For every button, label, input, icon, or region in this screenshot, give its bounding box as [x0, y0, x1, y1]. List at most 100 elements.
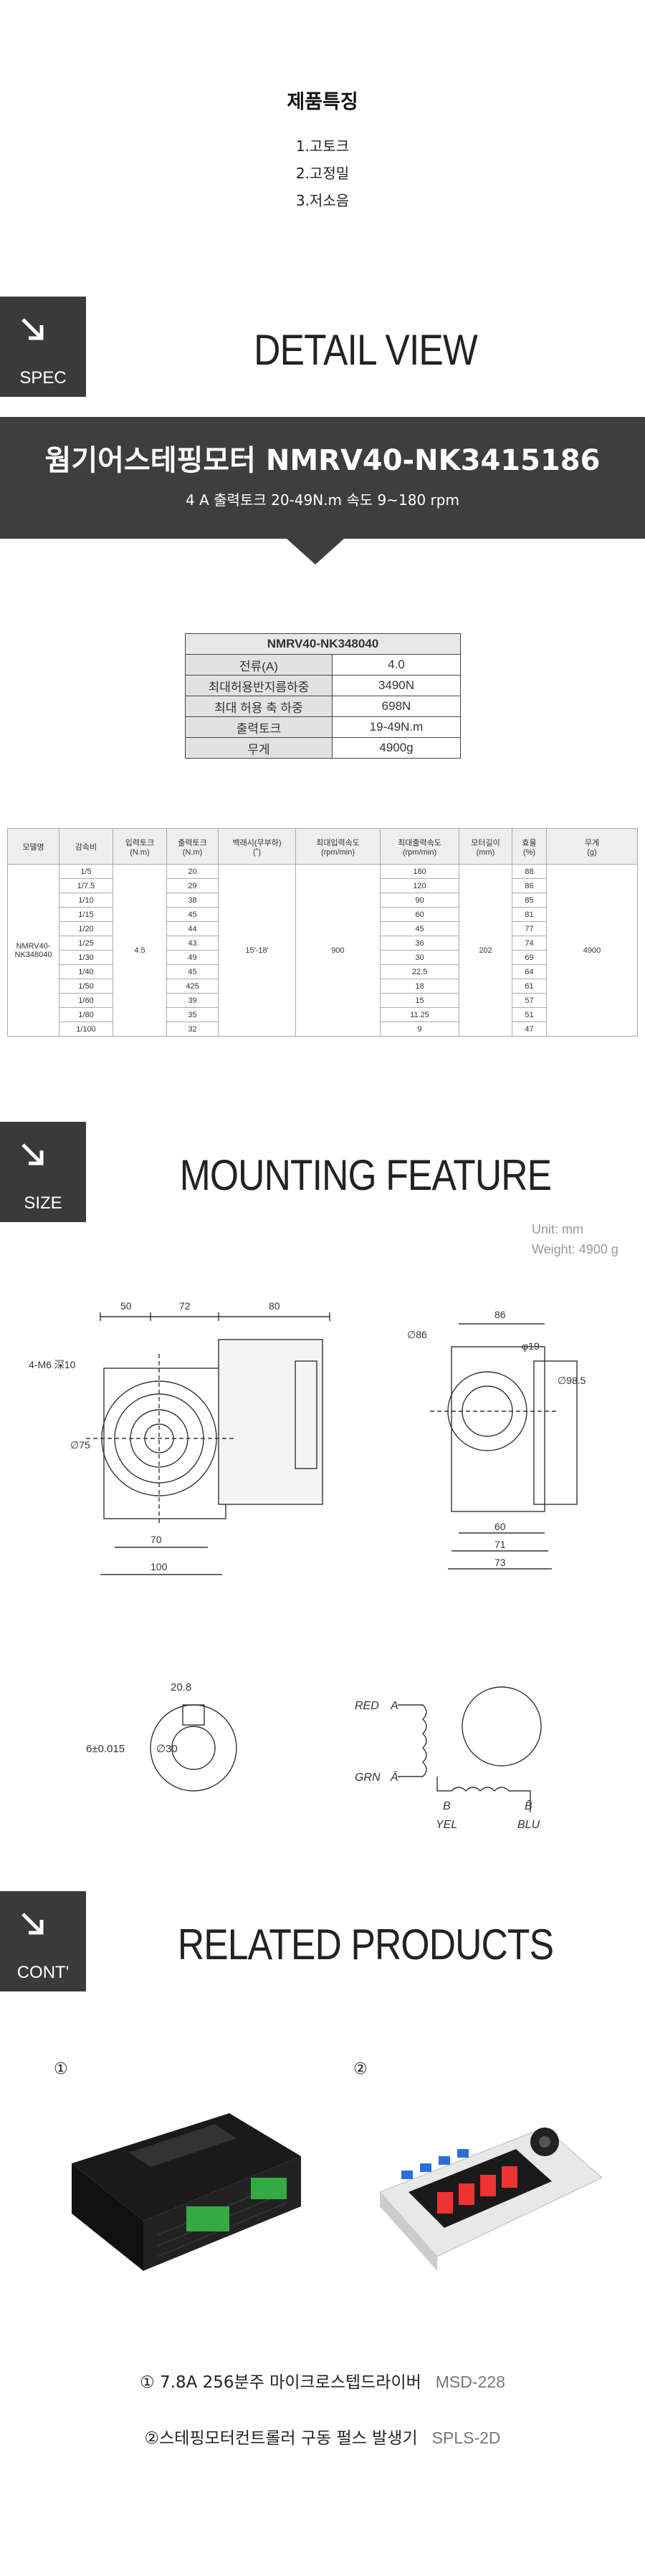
spec-badge: SPEC [0, 297, 86, 397]
related-products-title: RELATED PRODUCTS [177, 1921, 554, 1969]
table-cell: 60 [380, 907, 459, 922]
dim-label: 71 [494, 1539, 506, 1550]
table-cell: 69 [512, 950, 547, 965]
svg-text:Ā: Ā [390, 1771, 398, 1784]
svg-text:YEL: YEL [436, 1819, 457, 1831]
dim-label: 72 [179, 1300, 191, 1312]
product-number: ① [54, 2060, 68, 2078]
table-cell: 45 [166, 907, 219, 922]
table-row: 전류(A)4.0 [185, 654, 461, 676]
stepper-driver-image[interactable] [43, 2099, 315, 2299]
banner-title: 웜기어스테핑모터 NMRV40-NK3415186 [44, 444, 601, 477]
table-cell: 11.25 [380, 1007, 459, 1022]
table-cell: 88 [512, 864, 547, 879]
table-cell: 51 [512, 1007, 547, 1022]
table-cell: 22.5 [380, 964, 459, 979]
dim-label: φ19 [522, 1340, 540, 1352]
product-model: SPLS-2D [431, 2428, 501, 2447]
spec-model-header: NMRV40-NK348040 [185, 633, 461, 655]
spec-section-header: SPEC DETAIL VIEW [0, 297, 645, 397]
table-cell: 900 [295, 864, 381, 1037]
table-cell: 4900 [546, 864, 638, 1037]
ratio-detail-table: 모델명 감속비 입력토크 (N.m) 출력토크 (N.m) 백래시(무부하) (… [7, 828, 638, 1037]
product-features: 제품특징 1.고토크 2.고정밀 3.저소음 [0, 86, 645, 214]
product-model: MSD-228 [435, 2373, 505, 2391]
features-title: 제품특징 [287, 91, 358, 113]
weight-label: Weight: 4900 g [532, 1242, 618, 1256]
svg-text:B: B [443, 1800, 451, 1812]
svg-text:A: A [390, 1700, 398, 1712]
table-cell: 86 [512, 878, 547, 893]
table-header-row: 모델명 감속비 입력토크 (N.m) 출력토크 (N.m) 백래시(무부하) (… [7, 828, 638, 865]
dim-label: 4-M6 深10 [29, 1359, 76, 1370]
table-cell: 90 [380, 893, 459, 908]
table-cell: 1/100 [59, 1022, 113, 1037]
table-cell: 36 [380, 936, 459, 951]
table-cell: 1/30 [59, 950, 113, 965]
banner-pointer [287, 539, 344, 564]
svg-text:B̄: B̄ [525, 1800, 532, 1812]
table-cell: 44 [166, 921, 219, 936]
arrow-down-right-icon [22, 1913, 44, 1935]
table-cell: 43 [166, 936, 219, 951]
table-cell: 9 [380, 1022, 459, 1037]
feature-item: 2.고정밀 [295, 165, 350, 182]
table-cell: 74 [512, 936, 547, 951]
dim-label: 86 [494, 1309, 506, 1320]
table-cell: 30 [380, 950, 459, 965]
dim-label: ∅75 [70, 1439, 90, 1451]
banner-subtitle: 4 A 출력토크 20-49N.m 속도 9~180 rpm [186, 491, 459, 509]
table-cell: 202 [459, 864, 512, 1037]
table-cell: 1/40 [59, 964, 113, 979]
table-row: 1/80 35 11.25 51 [8, 1007, 638, 1022]
table-cell: 1/7.5 [59, 878, 113, 893]
table-cell: 32 [166, 1022, 219, 1037]
table-cell: 29 [166, 878, 219, 893]
size-badge: SIZE [0, 1122, 86, 1222]
dim-label: 80 [269, 1300, 280, 1312]
feature-item: 3.저소음 [295, 192, 350, 209]
mounting-feature-title: MOUNTING FEATURE [179, 1151, 552, 1199]
table-cell: 77 [512, 921, 547, 936]
svg-text:GRN: GRN [355, 1772, 381, 1784]
table-cell: 1/80 [59, 1007, 113, 1022]
table-cell: 64 [512, 964, 547, 979]
table-cell: 1/60 [59, 993, 113, 1008]
table-cell: 35 [166, 1007, 219, 1022]
dim-label: 70 [150, 1534, 162, 1545]
table-cell: 1/20 [59, 921, 113, 936]
size-section-header: SIZE MOUNTING FEATURE [0, 1122, 645, 1222]
dim-label: 6±0.015 [86, 1743, 125, 1755]
shaft-section [150, 1704, 237, 1792]
table-cell: 85 [512, 893, 547, 908]
table-row: 1/100 32 9 47 [8, 1022, 638, 1037]
dim-label: 100 [150, 1561, 168, 1572]
arrow-down-right-icon [22, 318, 44, 340]
cont-badge: CONT' [0, 1891, 86, 1991]
table-cell: 47 [512, 1022, 547, 1037]
pulse-generator-image[interactable] [373, 2099, 609, 2299]
arrow-down-right-icon [22, 1143, 44, 1166]
size-badge-label: SIZE [24, 1193, 62, 1213]
svg-text:RED: RED [355, 1700, 379, 1712]
table-cell: 38 [166, 893, 219, 908]
unit-note: Unit: mm Weight: 4900 g [532, 1219, 618, 1259]
table-cell: 15 [380, 993, 459, 1008]
table-cell: 4.5 [113, 864, 167, 1037]
cont-badge-label: CONT' [16, 1963, 70, 1982]
dim-label: 60 [494, 1521, 506, 1532]
table-cell: 1/50 [59, 979, 113, 994]
table-cell: 18 [380, 979, 459, 994]
detail-view-title: DETAIL VIEW [254, 326, 478, 374]
table-cell: 20 [166, 864, 219, 879]
table-cell: 15'-18' [218, 864, 296, 1037]
dim-label: ∅86 [407, 1329, 427, 1340]
